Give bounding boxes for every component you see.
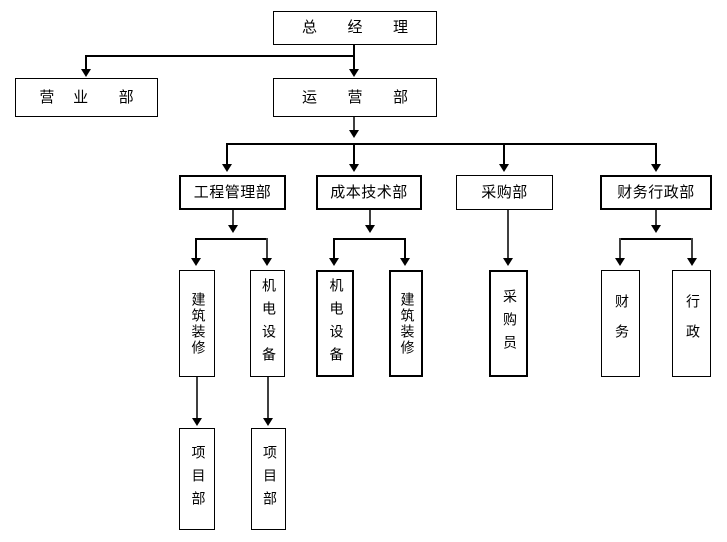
node-finance-admin-dept[interactable]: 财务行政部 — [600, 175, 712, 210]
connector-operations-stub — [353, 116, 355, 132]
arrowhead-to-operations — [349, 69, 359, 77]
node-label-finance: 财务 — [613, 293, 630, 354]
node-cost-construction-decoration[interactable]: 建筑装修 — [389, 270, 423, 377]
connector-bus-to-finance-admin — [655, 143, 657, 166]
connector-gm-to-operations — [353, 55, 355, 71]
connector-gm-to-sales — [85, 55, 87, 71]
node-general-manager[interactable]: 总 经 理 — [273, 11, 437, 45]
node-sales-dept[interactable]: 营 业 部 — [15, 78, 158, 117]
arrowhead-cost-to-decoration — [400, 258, 410, 266]
arrowhead-to-finance-admin — [651, 164, 661, 172]
node-eng-mechanical-electrical[interactable]: 机电设备 — [250, 270, 285, 377]
connector-gm-stub — [353, 44, 355, 56]
connector-finance-admin-stub — [655, 209, 657, 227]
node-label-finance-admin-dept: 财务行政部 — [617, 182, 695, 201]
node-label-general-manager: 总 经 理 — [301, 18, 416, 37]
connector-cost-to-decoration — [404, 238, 406, 260]
node-label-cost-tech-dept: 成本技术部 — [330, 182, 408, 201]
arrowhead-purchasing-to-officer — [503, 258, 513, 266]
node-engineering-mgmt-dept[interactable]: 工程管理部 — [179, 175, 286, 210]
connector-cost-to-mechanical — [333, 238, 335, 260]
arrowhead-to-administration — [687, 258, 697, 266]
node-administration[interactable]: 行政 — [672, 270, 711, 377]
node-operations-dept[interactable]: 运 营 部 — [273, 78, 437, 117]
connector-gm-bus — [85, 55, 355, 57]
connector-level3-bus — [226, 143, 655, 145]
arrowhead-cost-to-mechanical — [329, 258, 339, 266]
arrowhead-cost-tech-stub — [365, 225, 375, 233]
connector-cost-tech-stub — [369, 209, 371, 227]
connector-decoration-to-project-left — [196, 377, 198, 420]
node-label-engineering-mgmt-dept: 工程管理部 — [193, 182, 272, 201]
connector-purchasing-to-officer — [507, 209, 509, 260]
connector-engineering-bus — [195, 238, 267, 240]
connector-to-finance — [619, 238, 621, 260]
connector-to-administration — [691, 238, 693, 260]
arrowhead-to-sales — [81, 69, 91, 77]
arrowhead-finance-admin-stub — [651, 225, 661, 233]
connector-bus-to-cost-tech — [353, 143, 355, 166]
node-finance[interactable]: 财务 — [601, 270, 640, 377]
node-project-dept-left[interactable]: 项目部 — [179, 428, 215, 530]
arrowhead-to-purchasing — [499, 164, 509, 172]
arrowhead-engineering-stub — [228, 225, 238, 233]
arrowhead-to-engineering — [222, 164, 232, 172]
node-label-purchasing-officer: 采购员 — [501, 289, 518, 358]
node-project-dept-right[interactable]: 项目部 — [251, 428, 286, 530]
connector-cost-tech-bus — [333, 238, 406, 240]
node-label-cost-construction-decoration: 建筑装修 — [398, 291, 415, 356]
node-label-administration: 行政 — [684, 293, 701, 354]
node-label-cost-mechanical-electrical: 机电设备 — [327, 277, 344, 370]
node-label-eng-mechanical-electrical: 机电设备 — [260, 277, 277, 370]
connector-finance-admin-bus — [619, 238, 692, 240]
arrowhead-engineering-to-decoration — [191, 258, 201, 266]
node-cost-mechanical-electrical[interactable]: 机电设备 — [316, 270, 354, 377]
connector-engineering-to-decoration — [195, 238, 197, 260]
node-eng-construction-decoration[interactable]: 建筑装修 — [179, 270, 215, 377]
node-label-project-dept-right: 项目部 — [261, 444, 278, 514]
node-purchasing-officer[interactable]: 采购员 — [489, 270, 528, 377]
node-label-project-dept-left: 项目部 — [189, 444, 206, 514]
node-label-operations-dept: 运 营 部 — [301, 87, 416, 106]
arrowhead-to-finance — [615, 258, 625, 266]
arrowhead-to-project-right — [263, 418, 273, 426]
connector-bus-to-engineering — [226, 143, 228, 166]
node-label-purchasing-dept: 采购部 — [481, 182, 528, 201]
connector-bus-to-purchasing — [503, 143, 505, 166]
node-label-sales-dept: 营 业 部 — [39, 87, 141, 106]
node-cost-tech-dept[interactable]: 成本技术部 — [316, 175, 422, 210]
arrowhead-to-cost-tech — [349, 164, 359, 172]
node-label-eng-construction-decoration: 建筑装修 — [189, 291, 206, 356]
connector-mechanical-to-project-right — [267, 377, 269, 420]
arrowhead-operations-stub — [349, 130, 359, 138]
arrowhead-engineering-to-mechanical — [262, 258, 272, 266]
connector-engineering-stub — [232, 209, 234, 227]
arrowhead-to-project-left — [192, 418, 202, 426]
connector-engineering-to-mechanical — [266, 238, 268, 260]
node-purchasing-dept[interactable]: 采购部 — [456, 175, 553, 210]
